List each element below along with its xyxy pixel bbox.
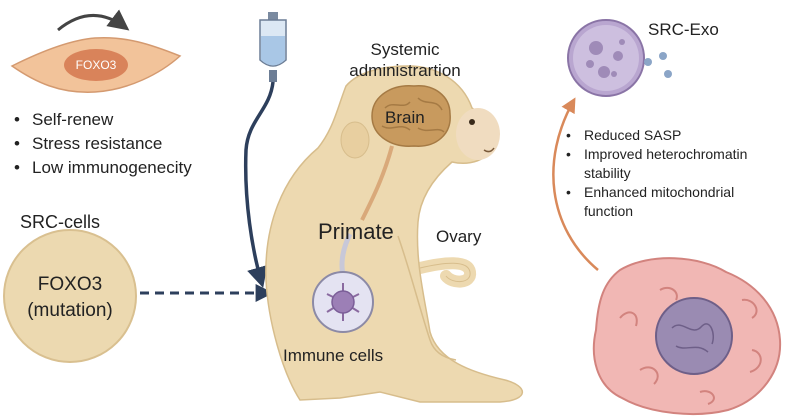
effect-text: stability	[584, 165, 631, 181]
exo-effects-list: Reduced SASP Improved heterochromatin sta…	[562, 126, 747, 221]
administration-line-1: Systemic	[370, 40, 440, 59]
circle-line-2: (mutation)	[27, 300, 113, 321]
spinal-cord	[360, 145, 394, 221]
exo-vesicle-inner	[573, 25, 639, 91]
exo-particle	[613, 51, 623, 61]
property-item: Low immunogenecity	[10, 156, 192, 180]
chromatin	[671, 323, 714, 353]
monkey-eye	[469, 119, 475, 125]
exo-particle	[619, 39, 625, 45]
iv-tube	[243, 81, 275, 289]
exosome-dot	[664, 70, 672, 78]
iv-drip-chamber	[269, 70, 277, 82]
effect-item: Enhanced mitochondrial function	[562, 183, 747, 221]
administration-line-2: administrartion	[349, 61, 461, 80]
effect-text: Enhanced mitochondrial	[584, 184, 735, 200]
immune-cells-label: Immune cells	[283, 346, 384, 365]
effect-text: Reduced SASP	[584, 127, 682, 143]
ovary-label: Ovary	[436, 227, 482, 246]
effect-item: Reduced SASP	[562, 126, 747, 145]
effect-item: Improved heterochromatin stability	[562, 145, 747, 183]
exo-particle	[589, 41, 603, 55]
monkey-ear	[340, 121, 370, 159]
brain-folds	[381, 97, 445, 133]
cell-nucleus-label: FOXO3	[75, 58, 117, 72]
monkey-mouth	[483, 147, 495, 153]
exosome-dot	[659, 52, 667, 60]
monkey-tail-outline	[419, 262, 471, 282]
exo-particle	[611, 71, 617, 77]
effect-text: Improved heterochromatin	[584, 146, 748, 162]
exo-particle	[598, 66, 610, 78]
effect-text: function	[584, 203, 634, 219]
iv-fluid	[261, 36, 285, 66]
circle-line-1: FOXO3	[37, 274, 103, 295]
src-cell-nucleus	[64, 49, 128, 81]
somatic-nucleus	[655, 297, 733, 375]
property-item: Self-renew	[10, 108, 192, 132]
monkey-face	[456, 108, 500, 160]
property-item: Stress resistance	[10, 132, 192, 156]
src-exo-title: SRC-Exo	[648, 20, 719, 39]
src-properties-list: Self-renew Stress resistance Low immunog…	[10, 108, 192, 180]
brain-label: Brain	[385, 108, 425, 127]
src-cells-title: SRC-cells	[20, 212, 101, 232]
monkey-arm	[397, 235, 457, 361]
self-renew-arrow	[57, 9, 130, 32]
iv-bag-cap	[268, 12, 278, 20]
exosome-dot	[644, 58, 652, 66]
exo-particle	[586, 60, 594, 68]
src-cells-circle	[3, 229, 137, 363]
brain-shape	[371, 85, 451, 147]
somatic-organelles	[619, 286, 762, 405]
secretion-arrow	[552, 97, 599, 271]
primate-label: Primate	[318, 219, 394, 244]
immune-cell-body	[331, 290, 355, 314]
